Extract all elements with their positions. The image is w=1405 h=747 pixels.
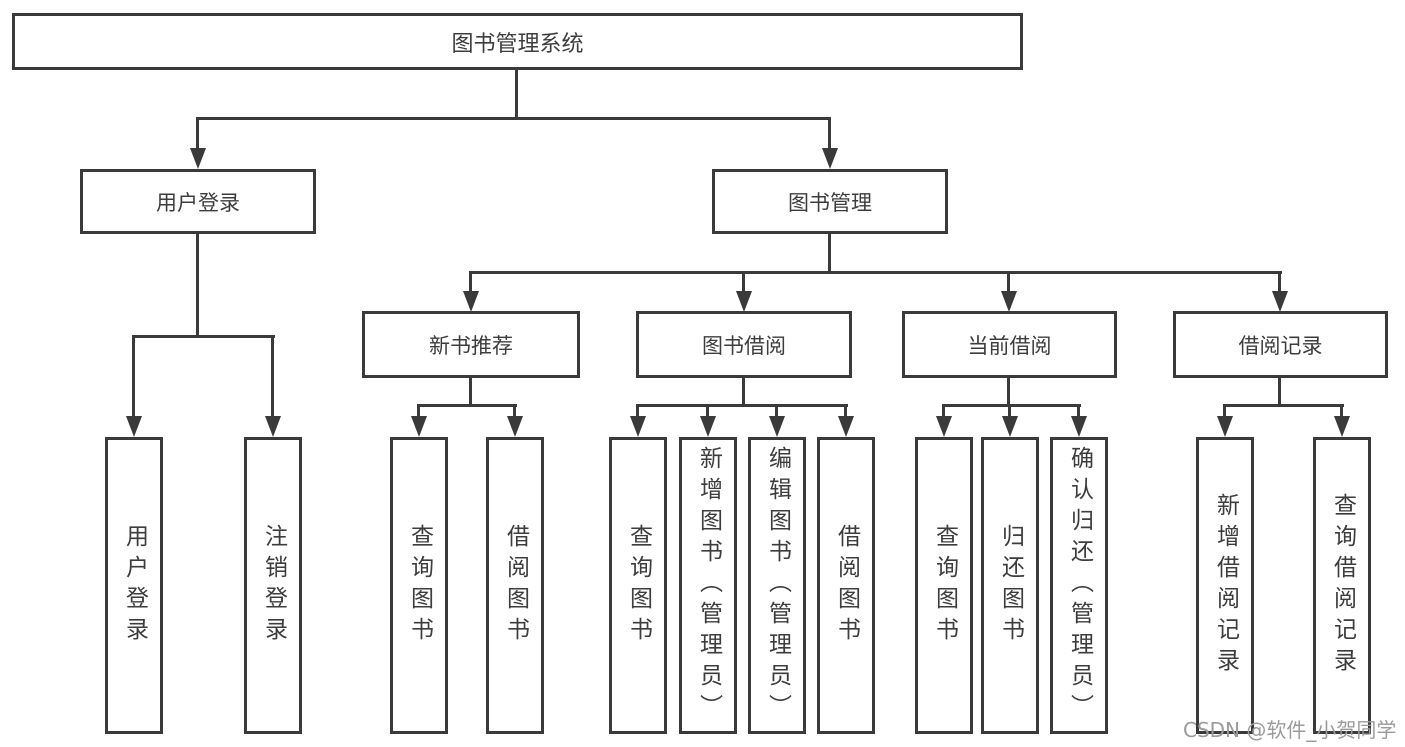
connector-line	[470, 271, 1282, 274]
node-current-borrow: 当前借阅	[902, 311, 1117, 378]
arrowhead-down-icon	[265, 416, 281, 437]
connector-line	[1223, 404, 1344, 407]
leaf-edit-book-admin: 编辑图书（管理员）	[748, 437, 806, 734]
connector-line	[1007, 378, 1010, 406]
leaf-return-book: 归还图书	[981, 437, 1039, 734]
connector-line	[828, 117, 831, 148]
connector-line	[469, 271, 472, 292]
connector-line	[417, 404, 420, 416]
connector-line	[1007, 271, 1010, 292]
connector-line	[417, 404, 517, 407]
connector-line	[197, 117, 831, 120]
connector-line	[742, 271, 745, 292]
node-root: 图书管理系统	[12, 13, 1023, 70]
connector-line	[1340, 404, 1343, 416]
connector-line	[1278, 271, 1281, 292]
arrowhead-down-icon	[700, 416, 716, 437]
arrowhead-down-icon	[411, 416, 427, 437]
leaf-query-book-borrow: 查询图书	[609, 437, 667, 734]
node-new-book-recommend: 新书推荐	[362, 311, 580, 378]
connector-line	[775, 404, 778, 416]
arrowhead-down-icon	[1002, 416, 1018, 437]
leaf-query-book-current: 查询图书	[915, 437, 973, 734]
arrowhead-down-icon	[463, 291, 479, 312]
arrowhead-down-icon	[190, 148, 206, 169]
leaf-query-borrow-record: 查询借阅记录	[1313, 437, 1371, 734]
node-user-login: 用户登录	[80, 169, 316, 234]
node-borrow-record: 借阅记录	[1173, 311, 1388, 378]
arrowhead-down-icon	[630, 416, 646, 437]
arrowhead-down-icon	[769, 416, 785, 437]
csdn-watermark: CSDN @软件_小贺同学	[1183, 718, 1397, 742]
connector-line	[132, 335, 135, 416]
connector-line	[469, 378, 472, 406]
connector-line	[513, 404, 516, 416]
arrowhead-down-icon	[1272, 291, 1288, 312]
leaf-confirm-return-admin: 确认归还（管理员）	[1050, 437, 1108, 734]
node-book-management: 图书管理	[712, 169, 948, 234]
leaf-logout: 注销登录	[244, 437, 302, 734]
connector-line	[515, 70, 518, 119]
leaf-add-borrow-record: 新增借阅记录	[1196, 437, 1254, 734]
arrowhead-down-icon	[1001, 291, 1017, 312]
connector-line	[1278, 378, 1281, 406]
arrowhead-down-icon	[1071, 416, 1087, 437]
arrowhead-down-icon	[1217, 416, 1233, 437]
connector-line	[828, 234, 831, 274]
connector-line	[942, 404, 1081, 407]
connector-line	[196, 117, 199, 148]
leaf-borrow-book: 借阅图书	[817, 437, 875, 734]
leaf-add-book-admin: 新增图书（管理员）	[679, 437, 737, 734]
connector-line	[196, 234, 199, 337]
connector-line	[1008, 404, 1011, 416]
leaf-query-book-recommend: 查询图书	[390, 437, 448, 734]
connector-line	[942, 404, 945, 416]
leaf-borrow-book-recommend: 借阅图书	[486, 437, 544, 734]
connector-line	[844, 404, 847, 416]
node-book-borrow: 图书借阅	[636, 311, 852, 378]
connector-line	[636, 404, 639, 416]
connector-line	[133, 335, 275, 338]
arrowhead-down-icon	[936, 416, 952, 437]
arrowhead-down-icon	[822, 148, 838, 169]
arrowhead-down-icon	[507, 416, 523, 437]
arrowhead-down-icon	[838, 416, 854, 437]
connector-line	[1077, 404, 1080, 416]
connector-line	[636, 404, 848, 407]
arrowhead-down-icon	[736, 291, 752, 312]
arrowhead-down-icon	[1334, 416, 1350, 437]
connector-line	[271, 335, 274, 416]
arrowhead-down-icon	[126, 416, 142, 437]
connector-line	[1223, 404, 1226, 416]
leaf-user-login: 用户登录	[105, 437, 163, 734]
connector-line	[706, 404, 709, 416]
connector-line	[742, 378, 745, 406]
